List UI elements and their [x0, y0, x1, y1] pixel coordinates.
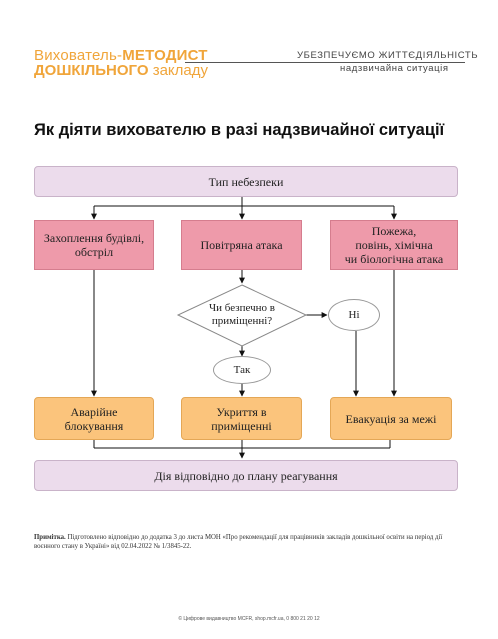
hazard-3-line1: Пожежа, [371, 224, 417, 238]
decision-diamond [176, 284, 308, 347]
page-title: Як діяти вихователю в разі надзвичайної … [34, 121, 445, 139]
section-title: УБЕЗПЕЧУЄМО ЖИТТЄДІЯЛЬНІСТЬ [297, 50, 479, 61]
hazard-fire-flood-box: Пожежа, повінь, хімічна чи біологічна ат… [330, 220, 458, 270]
hazard-air-attack-box: Повітряна атака [181, 220, 302, 270]
answer-yes-oval: Так [213, 356, 271, 384]
brand-word-metodyst: МЕТОДИСТ [122, 47, 208, 64]
hazard-3-line3: чи біологічна атака [344, 252, 444, 266]
action-emergency-lock-box: Аварійне блокування [34, 397, 154, 440]
brand-logo-line2: ДОШКІЛЬНОГО закладу [34, 62, 208, 79]
response-plan-box: Дія відповідно до плану реагування [34, 460, 458, 491]
action-1-line2: блокування [64, 418, 124, 433]
question-line1: Чи безпечно в [209, 302, 275, 314]
header-divider [185, 62, 465, 63]
action-1-line1: Аварійне [70, 404, 118, 419]
action-evacuation-box: Евакуація за межі [330, 397, 452, 440]
page-footer: © Цифрове видавництво MCFR, shop.mcfr.ua… [178, 616, 320, 622]
hazard-type-box: Тип небезпеки [34, 166, 458, 197]
hazard-building-capture-box: Захоплення будівлі, обстріл [34, 220, 154, 270]
footnote: Примітка. Підготовлено відповідно до дод… [34, 533, 464, 551]
section-subtitle: надзвичайна ситуація [340, 63, 449, 74]
action-shelter-inside-box: Укриття в приміщенні [181, 397, 302, 440]
question-line2: приміщенні? [211, 315, 273, 327]
question-text: Чи безпечно в приміщенні? [190, 302, 294, 328]
footnote-text: Підготовлено відповідно до додатка 3 до … [34, 534, 443, 550]
hazard-3-line2: повінь, хімічна [355, 238, 433, 252]
action-2-line2: приміщенні [211, 418, 272, 433]
brand-logo-line1: Вихователь-МЕТОДИСТ [34, 47, 208, 64]
brand-word-zakladu: закладу [148, 62, 208, 79]
action-2-line1: Укриття в [216, 404, 267, 419]
footnote-label: Примітка. [34, 534, 66, 541]
brand-word-doshkilnoho: ДОШКІЛЬНОГО [34, 62, 149, 79]
answer-no-oval: Ні [328, 299, 380, 331]
brand-word-vykhovatel: Вихователь- [34, 47, 123, 64]
